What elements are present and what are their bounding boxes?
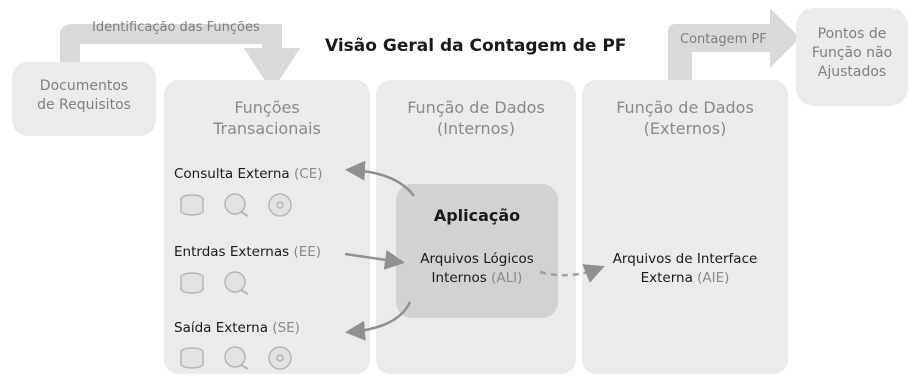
aie-line2-wrap: Externa (AIE) <box>582 269 788 288</box>
ali-to-ce-arrow <box>345 160 415 197</box>
pontos-box: Pontos de Função não Ajustados <box>796 8 908 106</box>
ali-text: Arquivos Lógicos Internos (ALI) <box>396 250 558 288</box>
ee-to-ali-arrow <box>344 249 405 270</box>
database-icon <box>180 347 204 369</box>
aie-line2: Externa <box>640 270 693 286</box>
consulta-externa-abbr: (CE) <box>294 166 323 182</box>
internos-title-line2: (Internos) <box>436 119 516 138</box>
database-icon <box>180 194 204 216</box>
pontos-line2: Função não <box>811 45 893 61</box>
entradas-externas-icons <box>178 269 250 297</box>
aie-text: Arquivos de Interface Externa (AIE) <box>582 250 788 288</box>
consulta-externa-label: Consulta Externa (CE) <box>174 166 323 182</box>
identificacao-arrow <box>60 24 300 92</box>
entradas-externas-label: Entrdas Externas (EE) <box>174 244 322 260</box>
documentos-box: Documentos de Requisitos <box>12 62 156 136</box>
ali-line2-wrap: Internos (ALI) <box>396 269 558 288</box>
diagram-title: Visão Geral da Contagem de PF <box>325 36 627 56</box>
aie-line1: Arquivos de Interface <box>612 251 758 267</box>
aplicacao-box <box>396 184 558 318</box>
documentos-line1: Documentos <box>39 78 129 94</box>
saida-externa-label: Saída Externa (SE) <box>174 320 300 336</box>
documentos-line2: de Requisitos <box>37 97 131 113</box>
ali-to-aie-arrow <box>539 264 605 283</box>
output-icon <box>268 346 292 370</box>
contagem-label: Contagem PF <box>680 32 767 47</box>
ali-to-se-arrow <box>345 301 412 341</box>
aie-abbr: (AIE) <box>697 270 730 286</box>
pontos-line1: Pontos de <box>817 26 887 42</box>
consulta-externa-icons <box>178 191 294 219</box>
database-icon <box>180 272 204 294</box>
search-icon <box>224 346 249 370</box>
internos-title-line1: Função de Dados <box>407 98 545 117</box>
externos-title-line2: (Externos) <box>643 119 727 138</box>
output-icon <box>268 193 292 217</box>
ali-line1: Arquivos Lógicos <box>420 251 534 267</box>
entradas-externas-abbr: (EE) <box>293 244 322 260</box>
transacionais-title-line1: Funções <box>234 98 300 117</box>
transacionais-panel: Funções Transacionais <box>164 80 370 374</box>
externos-panel: Função de Dados (Externos) <box>582 80 788 374</box>
pontos-line3: Ajustados <box>817 64 887 80</box>
search-icon <box>224 193 249 217</box>
identificacao-label: Identificação das Funções <box>92 20 260 35</box>
aplicacao-title: Aplicação <box>433 206 521 225</box>
externos-title-line1: Função de Dados <box>616 98 754 117</box>
transacionais-title-line2: Transacionais <box>213 119 321 138</box>
ali-line2: Internos <box>431 270 487 286</box>
saida-externa-abbr: (SE) <box>272 320 300 336</box>
search-icon <box>224 271 249 295</box>
contagem-arrow <box>668 8 800 80</box>
ali-abbr: (ALI) <box>491 270 523 286</box>
saida-externa-icons <box>178 344 294 372</box>
